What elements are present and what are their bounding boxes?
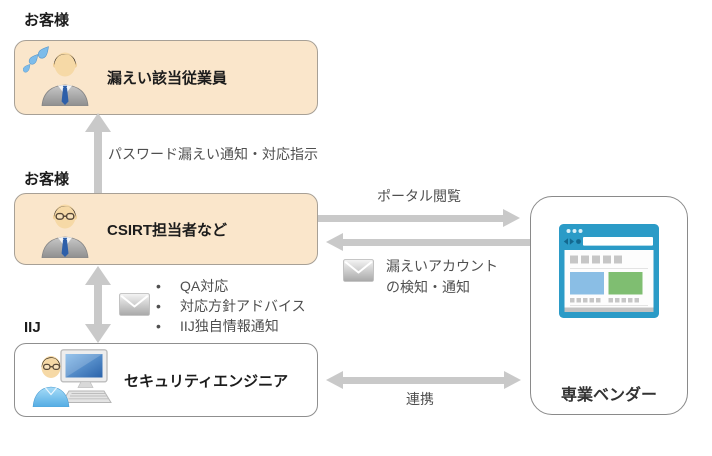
bullet-text: IIJ独自情報通知 [180, 318, 279, 334]
mail-envelope-icon [119, 293, 150, 321]
arrow-head-up [85, 266, 111, 285]
mail-envelope-icon [343, 259, 374, 287]
csirt-box: CSIRT担当者など [14, 193, 318, 265]
arrow-stem [343, 238, 530, 246]
list-item: • 対応方針アドバイス [156, 296, 306, 316]
password-notice-label: パスワード漏えい通知・対応指示 [108, 146, 318, 162]
portal-view-label: ポータル閲覧 [377, 188, 461, 204]
bullet-icon: • [156, 298, 161, 314]
list-item: • IIJ独自情報通知 [156, 316, 306, 336]
vendor-box: 専業ベンダー [530, 196, 688, 415]
arrow-cooperation [326, 371, 521, 389]
arrow-head-down [85, 324, 111, 343]
group-label-iij: IIJ [24, 319, 41, 336]
group-label-customer-mid: お客様 [24, 171, 70, 188]
leak-detection-line1: 漏えいアカウント [386, 258, 498, 274]
arrow-leak-detection [326, 233, 530, 251]
bullet-icon: • [156, 278, 161, 294]
arrow-head-right [504, 371, 521, 389]
arrow-head-up [85, 113, 111, 132]
support-bullet-list: • QA対応 • 対応方針アドバイス • IIJ独自情報通知 [156, 276, 306, 336]
arrow-head-right [503, 209, 520, 227]
bullet-icon: • [156, 318, 161, 334]
cooperation-label: 連携 [406, 391, 434, 407]
group-label-customer-top: お客様 [24, 12, 70, 29]
bullet-text: 対応方針アドバイス [180, 298, 306, 314]
arrow-stem [343, 376, 504, 384]
arrow-head-left [326, 371, 343, 389]
arrow-stem [94, 132, 102, 193]
arrow-head-left [326, 233, 343, 251]
leak-detection-line2: の検知・通知 [386, 279, 470, 295]
engineer-box: セキュリティエンジニア [14, 343, 318, 417]
engineer-box-title: セキュリティエンジニア [124, 372, 289, 390]
arrow-vertical-support [85, 266, 111, 343]
arrow-up-password-notice [85, 113, 111, 193]
bullet-text: QA対応 [180, 278, 229, 294]
list-item: • QA対応 [156, 276, 306, 296]
arrow-portal-view [318, 209, 520, 227]
worried-businessman-icon [22, 44, 91, 111]
leak-detection-label: 漏えいアカウント の検知・通知 [386, 256, 498, 298]
employee-box-title: 漏えい該当従業員 [107, 70, 228, 87]
csirt-box-title: CSIRT担当者など [107, 221, 228, 239]
vendor-box-title: 専業ベンダー [560, 387, 657, 404]
engineer-with-computer-icon [32, 348, 112, 412]
businessman-glasses-icon [23, 196, 91, 263]
arrow-stem [318, 214, 503, 222]
arrow-stem [94, 285, 102, 324]
employee-box: 漏えい該当従業員 [14, 40, 318, 115]
web-portal-browser-icon [559, 224, 659, 323]
sweat-drops-icon [22, 46, 49, 73]
